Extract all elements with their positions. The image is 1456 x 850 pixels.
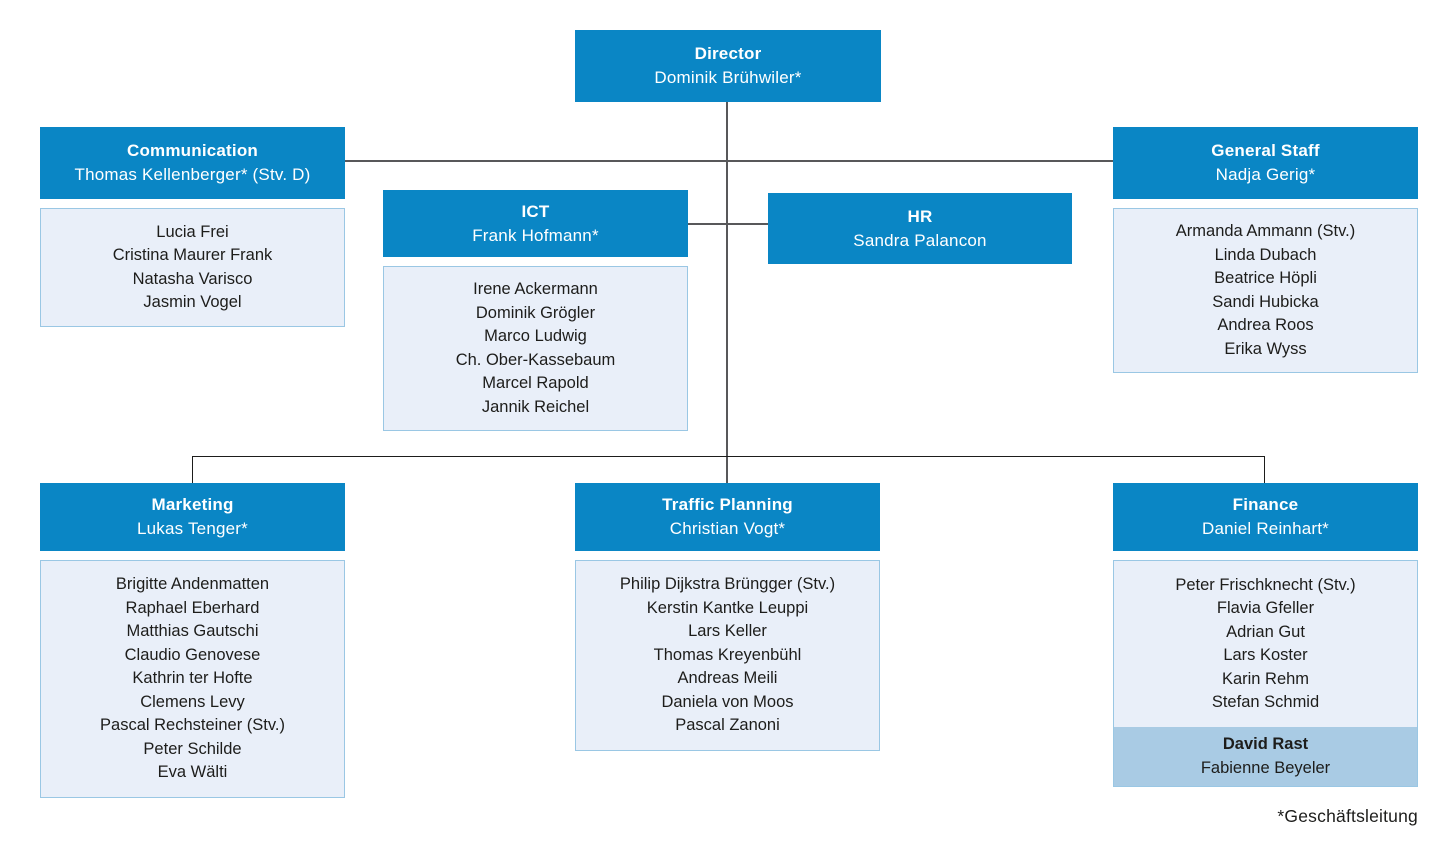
director-box: Director Dominik Brühwiler* xyxy=(575,30,881,102)
member-name: Dominik Grögler xyxy=(475,303,596,322)
member-name: Erika Wyss xyxy=(1224,339,1307,358)
member-name: Thomas Kreyenbühl xyxy=(653,645,802,664)
finance-title: Finance xyxy=(1232,495,1299,514)
communication-lead: Thomas Kellenberger* (Stv. D) xyxy=(74,165,311,184)
general-staff-lead: Nadja Gerig* xyxy=(1215,165,1316,184)
traffic-planning-header: Traffic Planning Christian Vogt* xyxy=(575,483,880,551)
member-name: Jannik Reichel xyxy=(481,397,590,416)
traffic-planning-title: Traffic Planning xyxy=(662,495,793,514)
member-name: Raphael Eberhard xyxy=(125,598,260,617)
director-title: Director xyxy=(694,44,762,63)
traffic-planning-members: Philip Dijkstra Brüngger (Stv.) Kerstin K… xyxy=(575,560,880,751)
connector-finance-stub xyxy=(1264,456,1265,483)
member-name: Stefan Schmid xyxy=(1211,693,1320,711)
member-name: Marcel Rapold xyxy=(482,374,589,392)
member-name: Claudio Genovese xyxy=(124,645,261,664)
ict-header: ICT Frank Hofmann* xyxy=(383,190,688,257)
member-name: Beatrice Höpli xyxy=(1214,269,1317,287)
marketing-title: Marketing xyxy=(151,495,234,514)
member-name: Kathrin ter Hofte xyxy=(132,669,253,688)
member-name: Adrian Gut xyxy=(1226,622,1305,641)
member-name: Andreas Meili xyxy=(677,669,778,688)
footnote: *Geschäftsleitung xyxy=(1277,806,1418,826)
general-staff-header: General Staff Nadja Gerig* xyxy=(1113,127,1418,199)
member-name: Eva Wälti xyxy=(157,763,228,782)
connector-director-vertical xyxy=(726,102,728,483)
communication-header: Communication Thomas Kellenberger* (Stv.… xyxy=(40,127,345,199)
finance-header: Finance Daniel Reinhart* xyxy=(1113,483,1418,551)
ict-lead: Frank Hofmann* xyxy=(472,225,599,245)
marketing-header: Marketing Lukas Tenger* xyxy=(40,483,345,551)
member-name: Pascal Rechsteiner (Stv.) xyxy=(100,716,285,735)
member-name: Lars Keller xyxy=(688,622,767,641)
hr-lead: Sandra Palancon xyxy=(853,230,987,250)
member-name: David Rast xyxy=(1222,735,1309,753)
marketing-lead: Lukas Tenger* xyxy=(137,519,248,538)
member-name: Karin Rehm xyxy=(1221,669,1310,688)
finance-lead: Daniel Reinhart* xyxy=(1202,519,1329,538)
member-name: Marco Ludwig xyxy=(484,327,587,345)
member-name: Cristina Maurer Frank xyxy=(112,246,273,264)
member-name: Daniela von Moos xyxy=(661,692,794,711)
member-name: Lars Koster xyxy=(1223,646,1308,664)
member-name: Philip Dijkstra Brüngger (Stv.) xyxy=(619,575,836,594)
director-lead: Dominik Brühwiler* xyxy=(654,68,802,87)
hr-header: HR Sandra Palancon xyxy=(768,193,1072,264)
member-name: Jasmin Vogel xyxy=(143,293,242,311)
hr-title: HR xyxy=(907,206,933,226)
connector-level3-horizontal xyxy=(192,456,1265,457)
connector-level2-horizontal xyxy=(345,160,1113,162)
member-name: Irene Ackermann xyxy=(473,280,598,298)
member-name: Fabienne Beyeler xyxy=(1200,758,1331,777)
member-name: Peter Frischknecht (Stv.) xyxy=(1175,575,1356,594)
member-name: Sandi Hubicka xyxy=(1212,292,1319,311)
connector-ict-hr-horizontal xyxy=(688,223,768,225)
member-name: Linda Dubach xyxy=(1214,245,1317,264)
member-name: Natasha Varisco xyxy=(132,269,253,288)
member-name: Kerstin Kantke Leuppi xyxy=(646,598,809,617)
communication-title: Communication xyxy=(126,141,259,160)
traffic-planning-lead: Christian Vogt* xyxy=(669,519,786,538)
member-name: Lucia Frei xyxy=(156,222,229,241)
ict-title: ICT xyxy=(521,201,550,221)
member-name: Andrea Roos xyxy=(1217,316,1314,334)
general-staff-title: General Staff xyxy=(1211,141,1320,160)
member-name: Armanda Ammann (Stv.) xyxy=(1175,222,1356,240)
member-name: Flavia Gfeller xyxy=(1216,599,1315,617)
member-name: Ch. Ober-Kassebaum xyxy=(455,350,616,369)
member-name: Peter Schilde xyxy=(143,739,242,758)
member-name: Pascal Zanoni xyxy=(675,716,780,735)
finance-members-highlight: David Rast Fabienne Beyeler xyxy=(1114,727,1417,786)
member-name: Clemens Levy xyxy=(140,692,245,711)
member-name: Matthias Gautschi xyxy=(126,622,259,641)
member-name: Brigitte Andenmatten xyxy=(115,575,270,594)
connector-marketing-stub xyxy=(192,456,193,483)
